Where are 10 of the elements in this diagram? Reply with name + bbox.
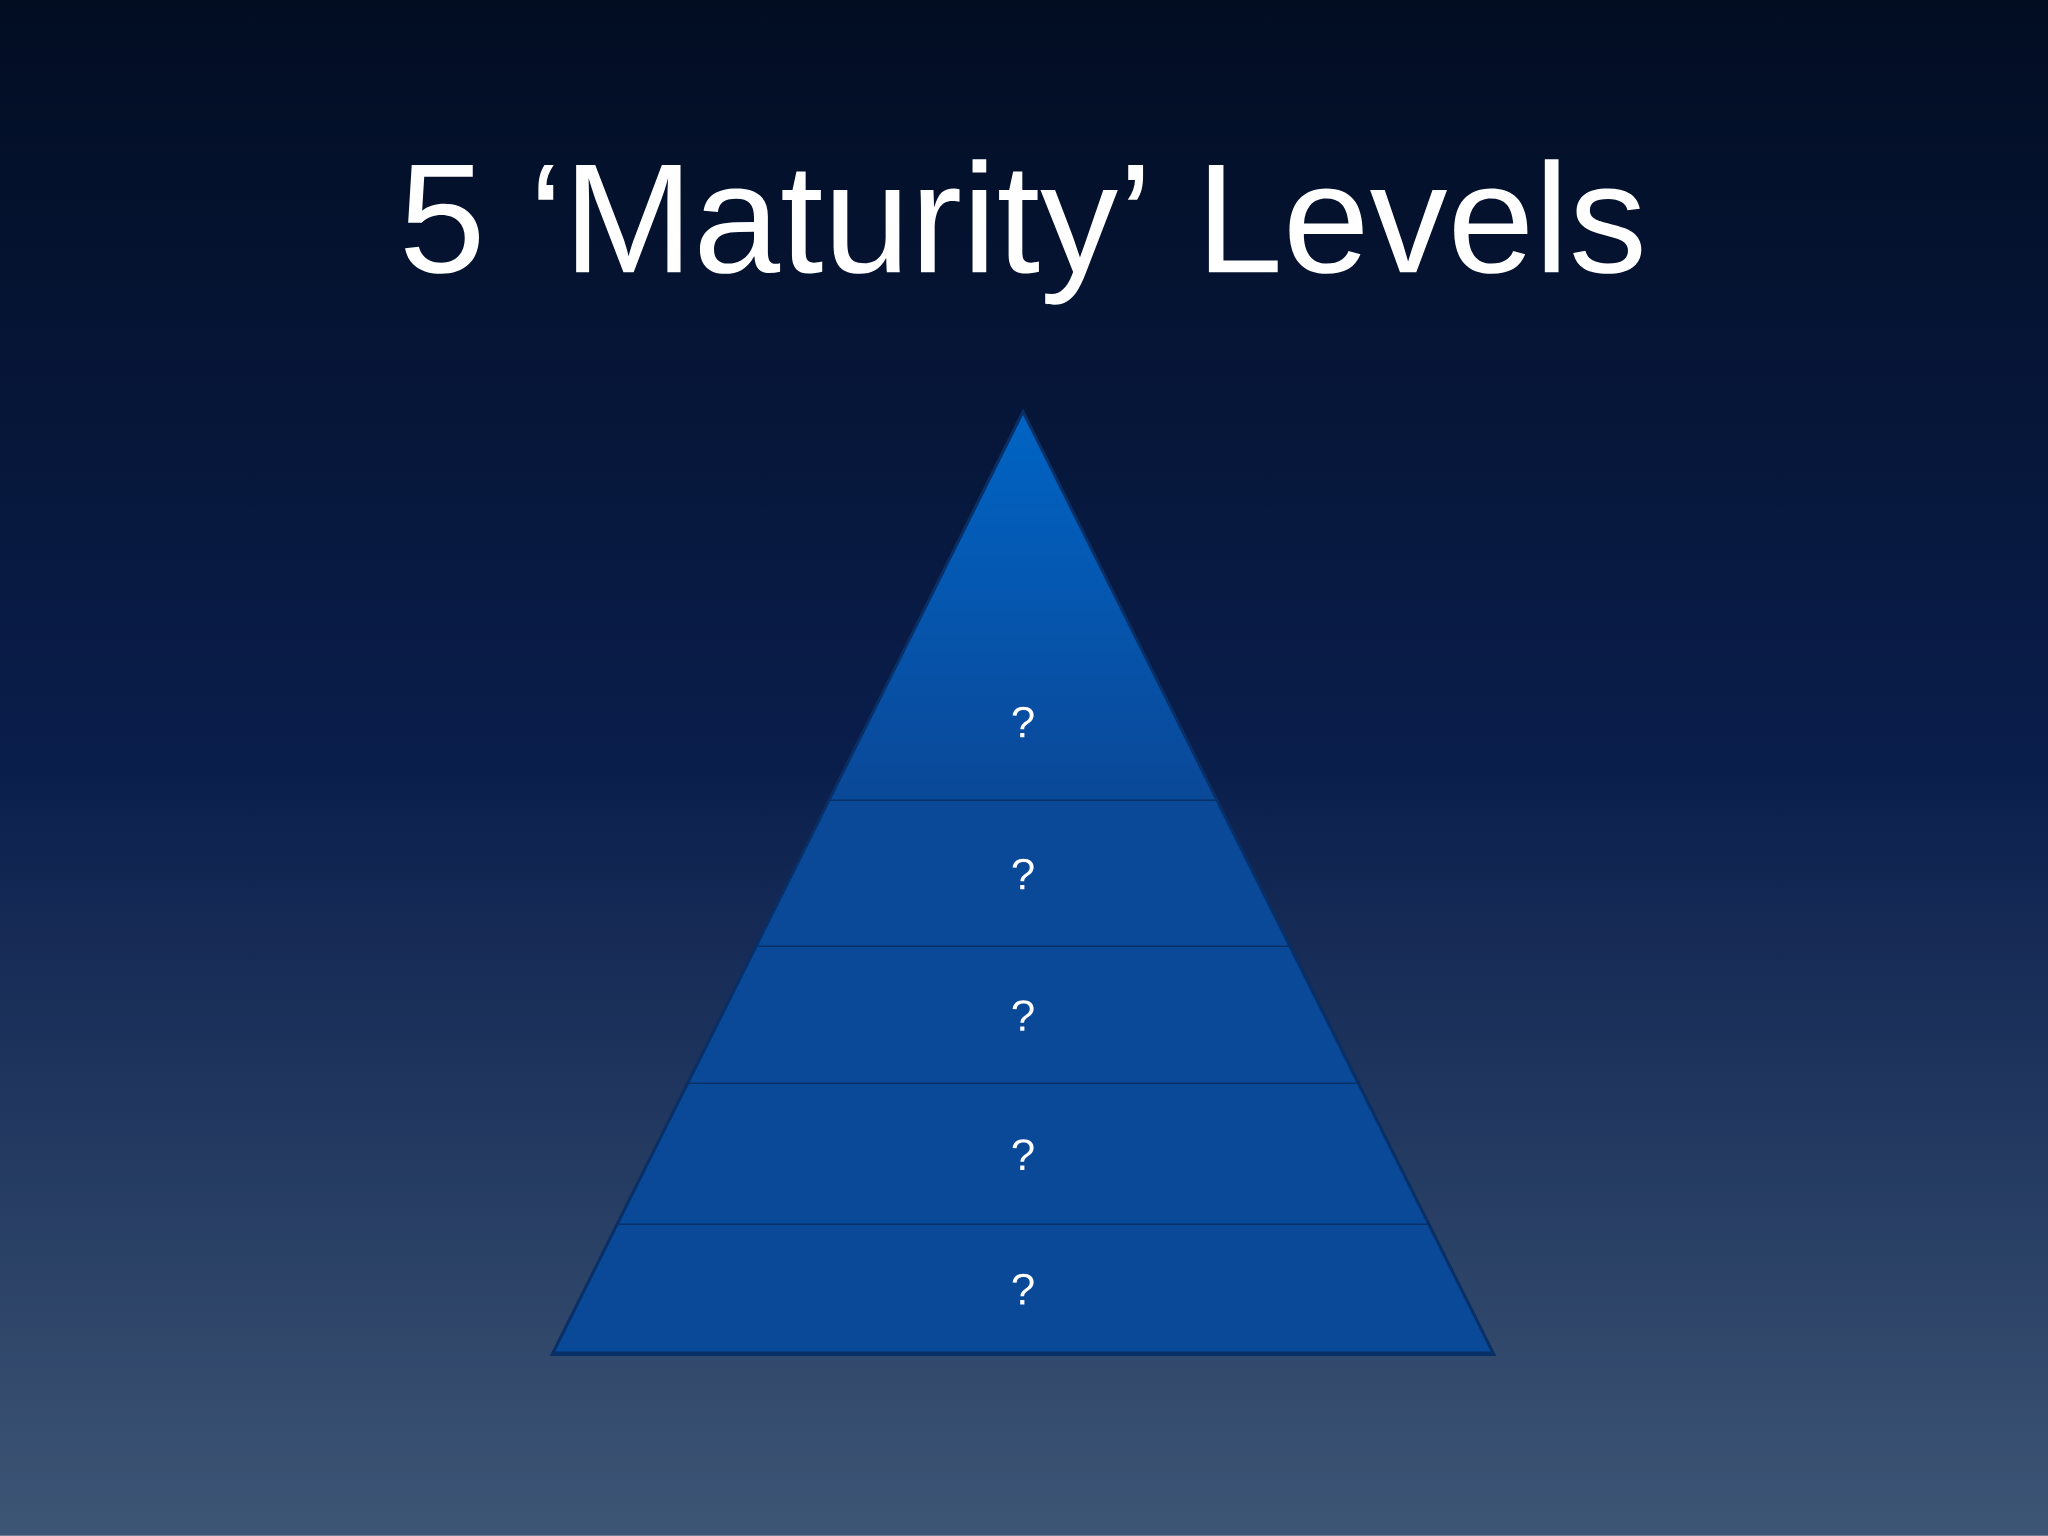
node-label: ? [1012,1139,1034,1170]
node-label: ? [1012,1273,1034,1305]
pyramid-level: ? [688,947,1358,1086]
node-label: ? [1012,858,1034,890]
pyramid-level: ? [554,1225,1492,1355]
pyramid-level: ? [618,1084,1428,1227]
node-label: ? [1012,1000,1034,1031]
pyramid-level: ? [757,801,1289,949]
pyramid-level: ? [830,706,1216,803]
title: 5 ‘Maturity’ Levels [405,159,1642,305]
